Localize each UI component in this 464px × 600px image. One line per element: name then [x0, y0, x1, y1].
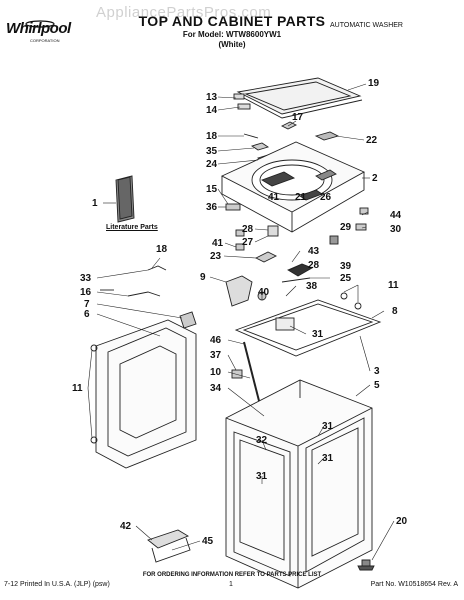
callout-26: 26 — [320, 192, 332, 203]
callout-20: 20 — [396, 516, 408, 527]
callout-11-left: 11 — [72, 383, 83, 394]
rear-panel-part — [95, 319, 197, 469]
callout-8: 8 — [392, 306, 398, 317]
callout-34: 34 — [210, 383, 222, 394]
model-line: For Model: WTW8600YW1 — [182, 30, 282, 39]
whirlpool-logo — [4, 16, 76, 44]
color-line: (White) — [218, 40, 246, 49]
watermark: AppliancePartsPros.com — [96, 4, 272, 21]
callout-37: 37 — [210, 350, 222, 361]
callout-18-harness: 18 — [156, 244, 168, 255]
callout-36: 36 — [206, 202, 218, 213]
callout-27: 27 — [242, 237, 254, 248]
callout-28-lower: 28 — [308, 260, 320, 271]
callout-24: 24 — [206, 159, 218, 170]
callout-38: 38 — [306, 281, 318, 292]
callout-40: 40 — [258, 287, 270, 298]
callout-11-right: 11 — [388, 280, 399, 291]
ordering-note: FOR ORDERING INFORMATION REFER TO PARTS … — [142, 572, 322, 578]
print-info: 7-12 Printed In U.S.A. (JLP) (psw) — [4, 581, 110, 588]
callout-46: 46 — [210, 335, 222, 346]
callout-10: 10 — [210, 367, 222, 378]
callout-28-upper: 28 — [242, 224, 254, 235]
part-number: Part No. W10518654 Rev. A — [370, 581, 458, 588]
product-category: AUTOMATIC WASHER — [330, 22, 403, 29]
callout-23: 23 — [210, 251, 222, 262]
page-title: TOP AND CABINET PARTS — [138, 13, 326, 29]
callout-25: 25 — [340, 273, 352, 284]
callout-17: 17 — [292, 112, 304, 123]
callout-1: 1 — [92, 198, 98, 209]
logo-swirl-icon — [25, 20, 55, 28]
cabinet-part — [225, 379, 373, 589]
callout-39: 39 — [340, 261, 352, 272]
callout-9: 9 — [200, 272, 206, 283]
callout-14: 14 — [206, 105, 218, 116]
callout-44: 44 — [390, 210, 402, 221]
callout-33: 33 — [80, 273, 92, 284]
callout-3: 3 — [374, 366, 380, 377]
callout-19: 19 — [368, 78, 380, 89]
base-frame-part — [234, 299, 382, 357]
callout-2: 2 — [372, 173, 378, 184]
callout-16: 16 — [80, 287, 92, 298]
callout-6: 6 — [84, 309, 90, 320]
callout-21: 21 — [295, 192, 307, 203]
lid-part — [236, 77, 362, 115]
callout-35: 35 — [206, 146, 218, 157]
callout-13: 13 — [206, 92, 218, 103]
callout-5: 5 — [374, 380, 380, 391]
callout-15: 15 — [206, 184, 218, 195]
callout-29: 29 — [340, 222, 352, 233]
brand-subtitle: CORPORATION — [30, 38, 60, 43]
callout-42: 42 — [120, 521, 132, 532]
callout-31-cabinet-upper: 31 — [322, 421, 334, 432]
callout-31-front: 31 — [256, 471, 268, 482]
page-number: 1 — [229, 581, 233, 588]
callout-45: 45 — [202, 536, 214, 547]
callout-41-top: 41 — [268, 192, 280, 203]
callout-30: 30 — [390, 224, 402, 235]
brand-name: Whirlpool — [6, 20, 71, 37]
callout-31-cabinet-lower: 31 — [322, 453, 334, 464]
callout-43: 43 — [308, 246, 320, 257]
callout-22: 22 — [366, 135, 378, 146]
callout-32: 32 — [256, 435, 268, 446]
literature-parts-label: Literature Parts — [106, 224, 158, 231]
callout-7: 7 — [84, 299, 90, 310]
callout-31-frame: 31 — [312, 329, 324, 340]
callout-41-left: 41 — [212, 238, 224, 249]
callout-18: 18 — [206, 131, 218, 142]
